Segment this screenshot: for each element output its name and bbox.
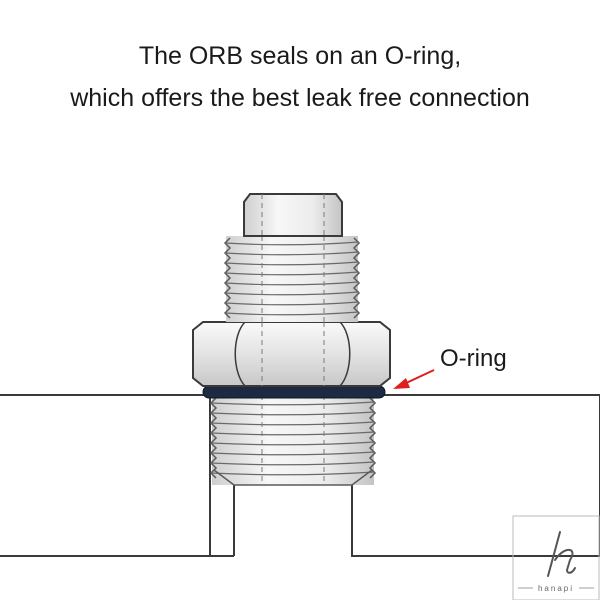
hex-nut [192, 321, 391, 387]
o-ring-label: O-ring [440, 345, 507, 372]
o-ring-callout-arrow [393, 369, 435, 389]
port-body-left [0, 394, 234, 557]
lower-shank [213, 469, 373, 486]
watermark-logo: hanapi [512, 515, 600, 600]
upper-thread [223, 236, 361, 322]
flare-tip [243, 193, 343, 237]
o-ring [202, 385, 386, 399]
caption-line-1: The ORB seals on an O-ring, [138, 42, 462, 70]
lower-thread [209, 395, 377, 485]
caption-line-2: which offers the best leak free connecti… [70, 84, 530, 112]
watermark-text: hanapi [538, 584, 574, 593]
